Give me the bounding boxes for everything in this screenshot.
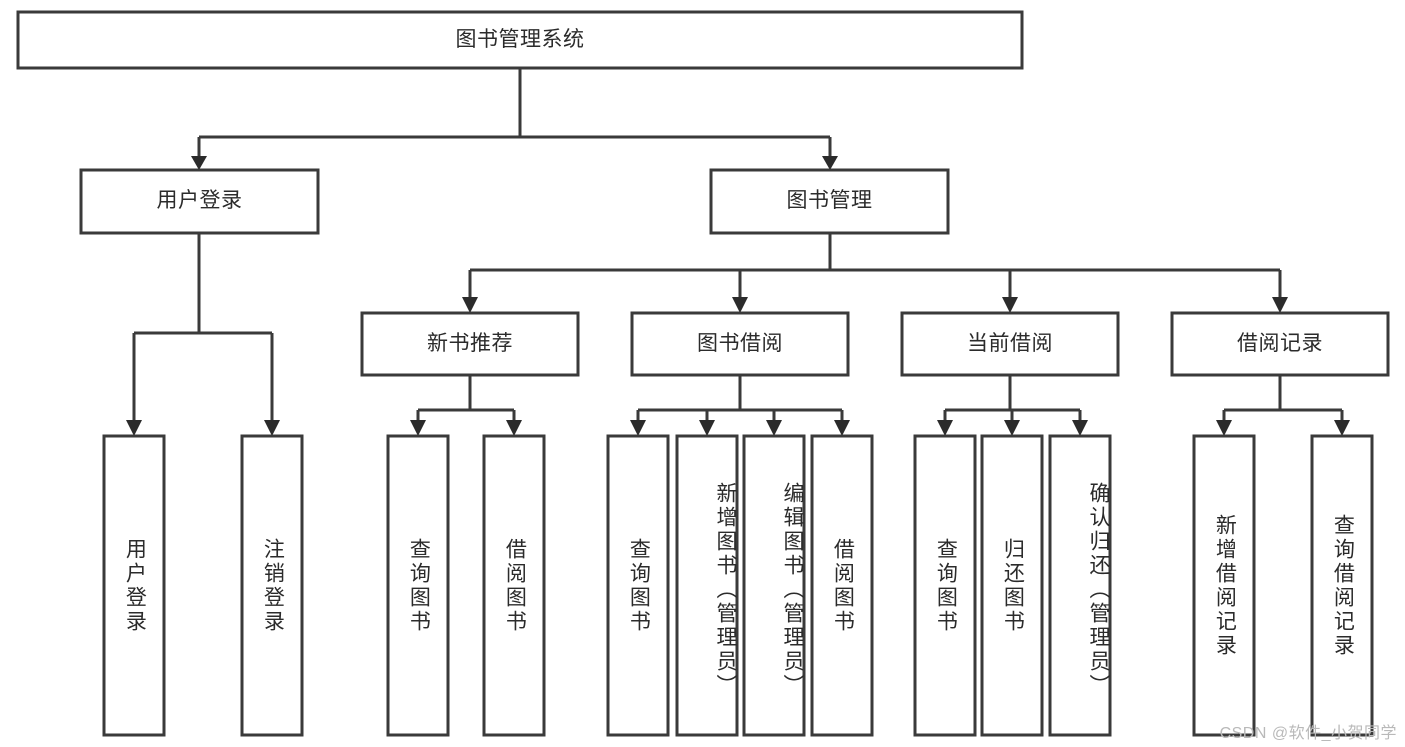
connector-userlogin-to-leaves: [132, 233, 274, 423]
connector-recommend-to-leaves: [416, 375, 516, 423]
connector-bookborrow-to-leaves: [636, 375, 844, 423]
arrowhead-leaf-borrow-book-2: [834, 420, 850, 436]
arrowhead-leaf-return-book: [1004, 420, 1020, 436]
box-book-manage[interactable]: [709, 168, 950, 235]
arrowhead-leaf-query-book-1: [410, 420, 426, 436]
csdn-watermark: CSDN @软件_小贺同学: [1219, 725, 1397, 742]
connector-currentborrow-to-leaves: [943, 375, 1082, 423]
box-leaf-borrow-book-2[interactable]: [810, 434, 874, 737]
box-current-borrow[interactable]: [900, 311, 1120, 377]
box-leaf-borrow-book-1[interactable]: [482, 434, 546, 737]
box-leaf-return-book[interactable]: [980, 434, 1044, 737]
arrowhead-current-borrow: [1002, 297, 1018, 313]
arrowhead-borrow-record: [1272, 297, 1288, 313]
connector-bookmanage-to-level3: [468, 233, 1282, 300]
arrowhead-leaf-borrow-book-1: [506, 420, 522, 436]
box-leaf-confirm-return[interactable]: [1048, 434, 1112, 737]
connector-layer: [126, 68, 1350, 436]
arrowhead-user-login: [191, 156, 207, 170]
arrowhead-leaf-add-record: [1216, 420, 1232, 436]
box-leaf-query-book-3[interactable]: [913, 434, 977, 737]
arrowhead-leaf-user-login: [126, 420, 142, 436]
box-new-book-recommend[interactable]: [360, 311, 580, 377]
connector-borrowrecord-to-leaves: [1222, 375, 1344, 423]
box-leaf-add-book[interactable]: [675, 434, 739, 737]
box-leaf-user-login[interactable]: [102, 434, 166, 737]
box-root[interactable]: [16, 10, 1024, 70]
arrowhead-book-borrow: [732, 297, 748, 313]
connector-root-to-level2: [197, 68, 832, 158]
box-leaf-edit-book[interactable]: [742, 434, 806, 737]
arrowhead-leaf-edit-book: [766, 420, 782, 436]
arrowhead-book-manage: [822, 156, 838, 170]
arrowhead-leaf-user-logout: [264, 420, 280, 436]
box-book-borrow[interactable]: [630, 311, 850, 377]
box-leaf-user-logout[interactable]: [240, 434, 304, 737]
arrowhead-leaf-confirm-return: [1072, 420, 1088, 436]
arrowhead-leaf-add-book: [699, 420, 715, 436]
box-leaf-query-book-2[interactable]: [606, 434, 670, 737]
box-leaf-query-record[interactable]: [1310, 434, 1374, 737]
arrowhead-new-book-recommend: [462, 297, 478, 313]
box-leaf-query-book-1[interactable]: [386, 434, 450, 737]
box-user-login[interactable]: [79, 168, 320, 235]
box-borrow-record[interactable]: [1170, 311, 1390, 377]
box-leaf-add-record[interactable]: [1192, 434, 1256, 737]
box-layer: [16, 10, 1390, 737]
arrowhead-leaf-query-book-2: [630, 420, 646, 436]
arrowhead-leaf-query-book-3: [937, 420, 953, 436]
arrowhead-leaf-query-record: [1334, 420, 1350, 436]
